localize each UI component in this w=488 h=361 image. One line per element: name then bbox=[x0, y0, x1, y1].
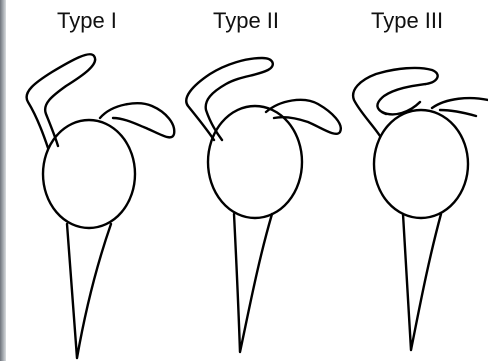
type-3-humeral-shaft bbox=[403, 214, 441, 350]
type-3-humeral-head bbox=[374, 110, 468, 218]
type-3-clavicle bbox=[353, 68, 438, 136]
type-2-acromion bbox=[266, 100, 341, 134]
type-3-hooked-tip bbox=[382, 102, 420, 114]
type-1-humeral-shaft bbox=[67, 224, 111, 358]
type-1-shoulder-drawing bbox=[27, 54, 175, 358]
type-2-shoulder-drawing bbox=[186, 58, 341, 352]
type-1-acromion bbox=[100, 103, 174, 137]
type-2-clavicle bbox=[186, 58, 273, 140]
type-3-shoulder-drawing bbox=[353, 68, 488, 350]
type-1-humeral-head bbox=[43, 120, 135, 228]
type-2-humeral-shaft bbox=[234, 214, 272, 352]
type-2-humeral-head bbox=[208, 106, 302, 218]
type-1-clavicle bbox=[27, 54, 96, 148]
